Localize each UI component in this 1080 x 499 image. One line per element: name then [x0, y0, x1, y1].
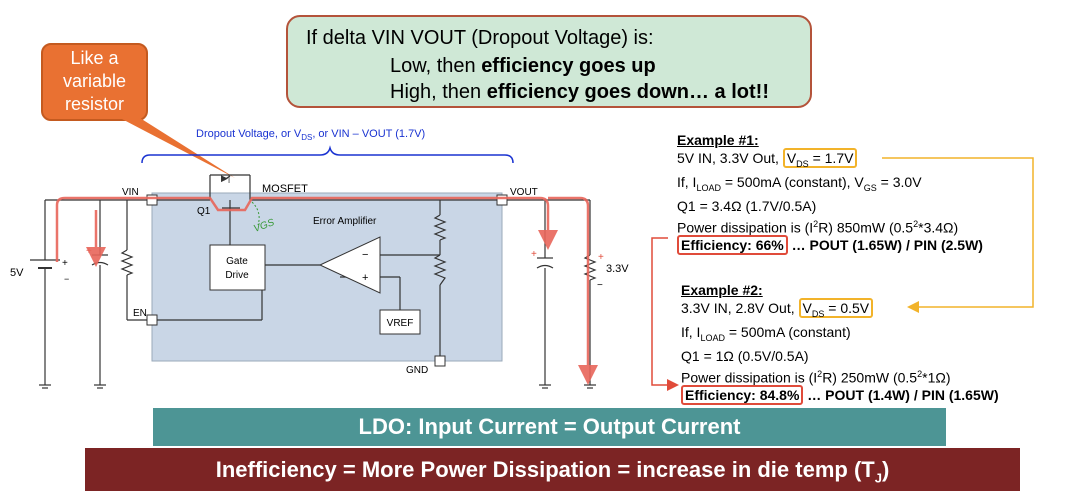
callout-pointer	[120, 118, 235, 178]
svg-text:▶|: ▶|	[221, 173, 230, 183]
gate-drive-block	[209, 244, 266, 291]
example-2-efficiency: Efficiency: 84.8% … POUT (1.4W) / PIN (1…	[681, 385, 999, 406]
q1-label: Q1	[197, 206, 211, 217]
source-voltage-label: 5V	[10, 267, 24, 279]
svg-text:+: +	[362, 272, 368, 284]
dropout-callout: If delta VIN VOUT (Dropout Voltage) is: …	[286, 15, 812, 108]
ldo-current-banner: LDO: Input Current = Output Current	[153, 408, 946, 446]
svg-text:+: +	[598, 252, 604, 263]
dropout-label: Dropout Voltage, or VDS, or VIN – VOUT (…	[196, 128, 425, 142]
variable-resistor-callout: Like a variable resistor	[41, 43, 148, 121]
example-1-title: Example #1:	[677, 132, 759, 148]
callout-line-1: If delta VIN VOUT (Dropout Voltage) is:	[306, 27, 654, 49]
example-2-line-4: Power dissipation is (I2R) 250mW (0.52*1…	[681, 368, 951, 386]
inefficiency-banner: Inefficiency = More Power Dissipation = …	[85, 448, 1020, 491]
callout-line-2: Low, then efficiency goes up	[390, 55, 656, 77]
svg-text:Drive: Drive	[225, 270, 249, 281]
example-2-line-1: 3.3V IN, 2.8V Out, VDS = 0.5V	[681, 298, 999, 323]
vin-label: VIN	[122, 187, 139, 198]
dropout-brace	[141, 145, 514, 164]
svg-text:+: +	[531, 249, 537, 260]
vout-label: VOUT	[510, 187, 538, 198]
example-link-red	[651, 237, 679, 391]
example-1-line-4: Power dissipation is (I2R) 850mW (0.52*3…	[677, 218, 959, 236]
callout-line-3: High, then efficiency goes down… a lot!!	[390, 81, 769, 103]
error-amplifier	[318, 236, 381, 294]
example-1-efficiency: Efficiency: 66% … POUT (1.65W) / PIN (2.…	[677, 235, 983, 256]
example-1-line-1: 5V IN, 3.3V Out, VDS = 1.7V	[677, 148, 983, 173]
load-voltage-label: 3.3V	[606, 263, 629, 275]
svg-text:−: −	[64, 274, 69, 284]
en-label: EN	[133, 308, 147, 319]
svg-text:+: +	[62, 258, 68, 269]
svg-text:VREF: VREF	[387, 318, 414, 329]
mosfet-label: MOSFET	[262, 183, 308, 195]
example-2: Example #2: 3.3V IN, 2.8V Out, VDS = 0.5…	[681, 281, 999, 406]
svg-text:+: +	[86, 246, 92, 257]
current-path	[55, 196, 598, 385]
example-2-line-2: If, ILOAD = 500mA (constant)	[681, 323, 851, 343]
svg-text:−: −	[362, 249, 368, 261]
svg-text:−: −	[597, 280, 603, 291]
example-1-line-2: If, ILOAD = 500mA (constant), VGS = 3.0V	[677, 173, 922, 193]
example-1: Example #1: 5V IN, 3.3V Out, VDS = 1.7V …	[677, 131, 983, 256]
example-2-title: Example #2:	[681, 282, 763, 298]
example-1-line-3: Q1 = 3.4Ω (1.7V/0.5A)	[677, 197, 817, 214]
gnd-label: GND	[406, 365, 428, 376]
example-2-line-3: Q1 = 1Ω (0.5V/0.5A)	[681, 347, 809, 364]
svg-text:Gate: Gate	[226, 256, 248, 267]
error-amp-label: Error Amplifier	[313, 216, 377, 227]
vref-block	[379, 309, 421, 335]
example-link-yellow	[882, 157, 1034, 313]
